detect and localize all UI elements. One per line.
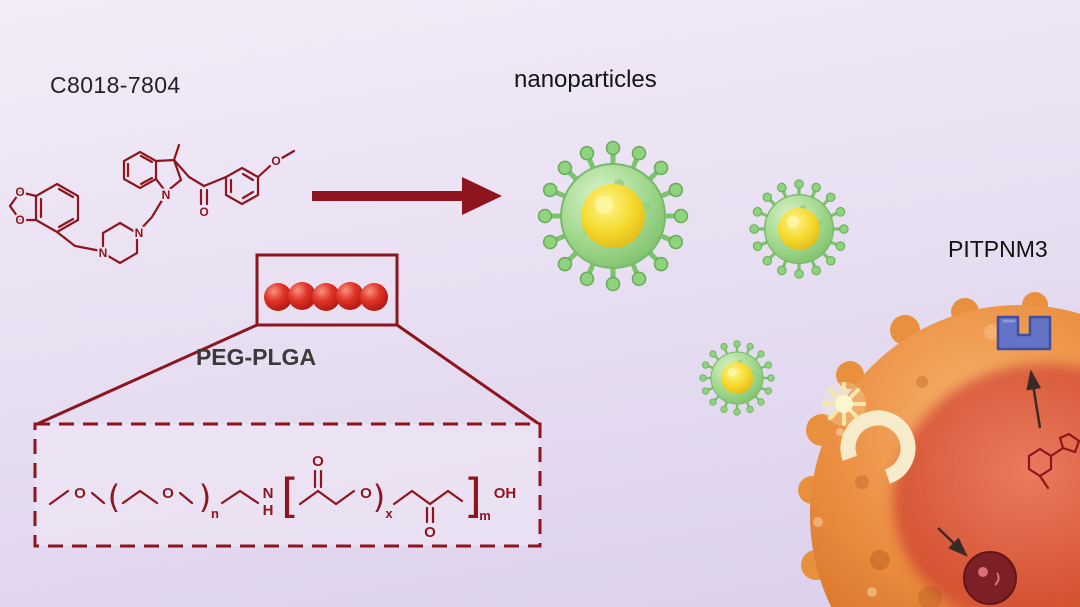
atom-label: H <box>263 502 274 519</box>
polymer-bead <box>360 283 388 311</box>
subscript-label: x <box>385 506 393 521</box>
cell-speckle <box>870 550 890 570</box>
atom-label: OH <box>494 485 517 502</box>
internalized-compound-structure <box>1027 432 1080 490</box>
polymer-structure-box: O ( O ) n N H [ O O ) x O ] m OH <box>33 422 542 548</box>
nanoparticle-large <box>539 142 688 291</box>
nanoparticle-medium <box>750 180 848 278</box>
cell-membrane-bump <box>836 361 864 389</box>
nanoparticles-label: nanoparticles <box>514 66 657 93</box>
receptor-label: PITPNM3 <box>948 236 1048 262</box>
polymer-bead <box>288 282 316 310</box>
cell-speckle <box>984 324 1000 340</box>
cancer-cell <box>798 292 1080 607</box>
atom-label: O <box>424 524 436 541</box>
signal-arrow-up <box>1026 369 1042 429</box>
polymer-label: PEG-PLGA <box>195 344 317 370</box>
polymer-bead <box>312 283 340 311</box>
atom-label: O <box>162 485 174 502</box>
zoom-funnel-left-line <box>36 323 258 426</box>
subscript-label: m <box>479 508 491 523</box>
zoom-funnel-right-line <box>396 323 540 426</box>
cell-speckle <box>836 428 844 436</box>
signal-arrow-down <box>937 527 968 557</box>
atom-label: N <box>162 188 171 202</box>
compound-structure: O O N N N O O <box>8 143 296 265</box>
cell-speckle <box>867 587 877 597</box>
paren-glyph: ( <box>108 478 120 516</box>
paren-glyph: ) <box>199 478 211 516</box>
polymer-bead <box>264 283 292 311</box>
atom-label: N <box>263 485 274 502</box>
bracket-glyph: [ <box>281 469 299 523</box>
cell-cytoplasm <box>893 364 1080 607</box>
binding-flash-icon <box>822 382 866 426</box>
polymer-bead-box <box>255 253 399 327</box>
endosome <box>963 551 1017 605</box>
pitpnm3-receptor-icon <box>996 315 1052 351</box>
cell-speckle <box>855 475 869 489</box>
atom-label: N <box>99 246 108 260</box>
cell-speckle <box>918 586 942 607</box>
atom-label: O <box>199 205 208 219</box>
reaction-arrow <box>312 177 502 215</box>
bracket-glyph: ] <box>464 469 482 523</box>
cell-speckle <box>813 517 823 527</box>
subscript-label: n <box>211 506 219 521</box>
atom-label: O <box>312 453 324 470</box>
polymer-bead <box>336 282 364 310</box>
atom-label: O <box>15 185 24 199</box>
atom-label: N <box>135 226 144 240</box>
cell-speckle <box>916 376 928 388</box>
compound-label: C8018-7804 <box>50 72 181 98</box>
membrane-invagination <box>840 410 916 486</box>
nanoparticle-small <box>700 341 775 416</box>
atom-label: O <box>74 485 86 502</box>
atom-label: O <box>271 154 280 168</box>
paren-glyph: ) <box>373 478 385 516</box>
atom-label: O <box>360 485 372 502</box>
atom-label: O <box>15 213 24 227</box>
